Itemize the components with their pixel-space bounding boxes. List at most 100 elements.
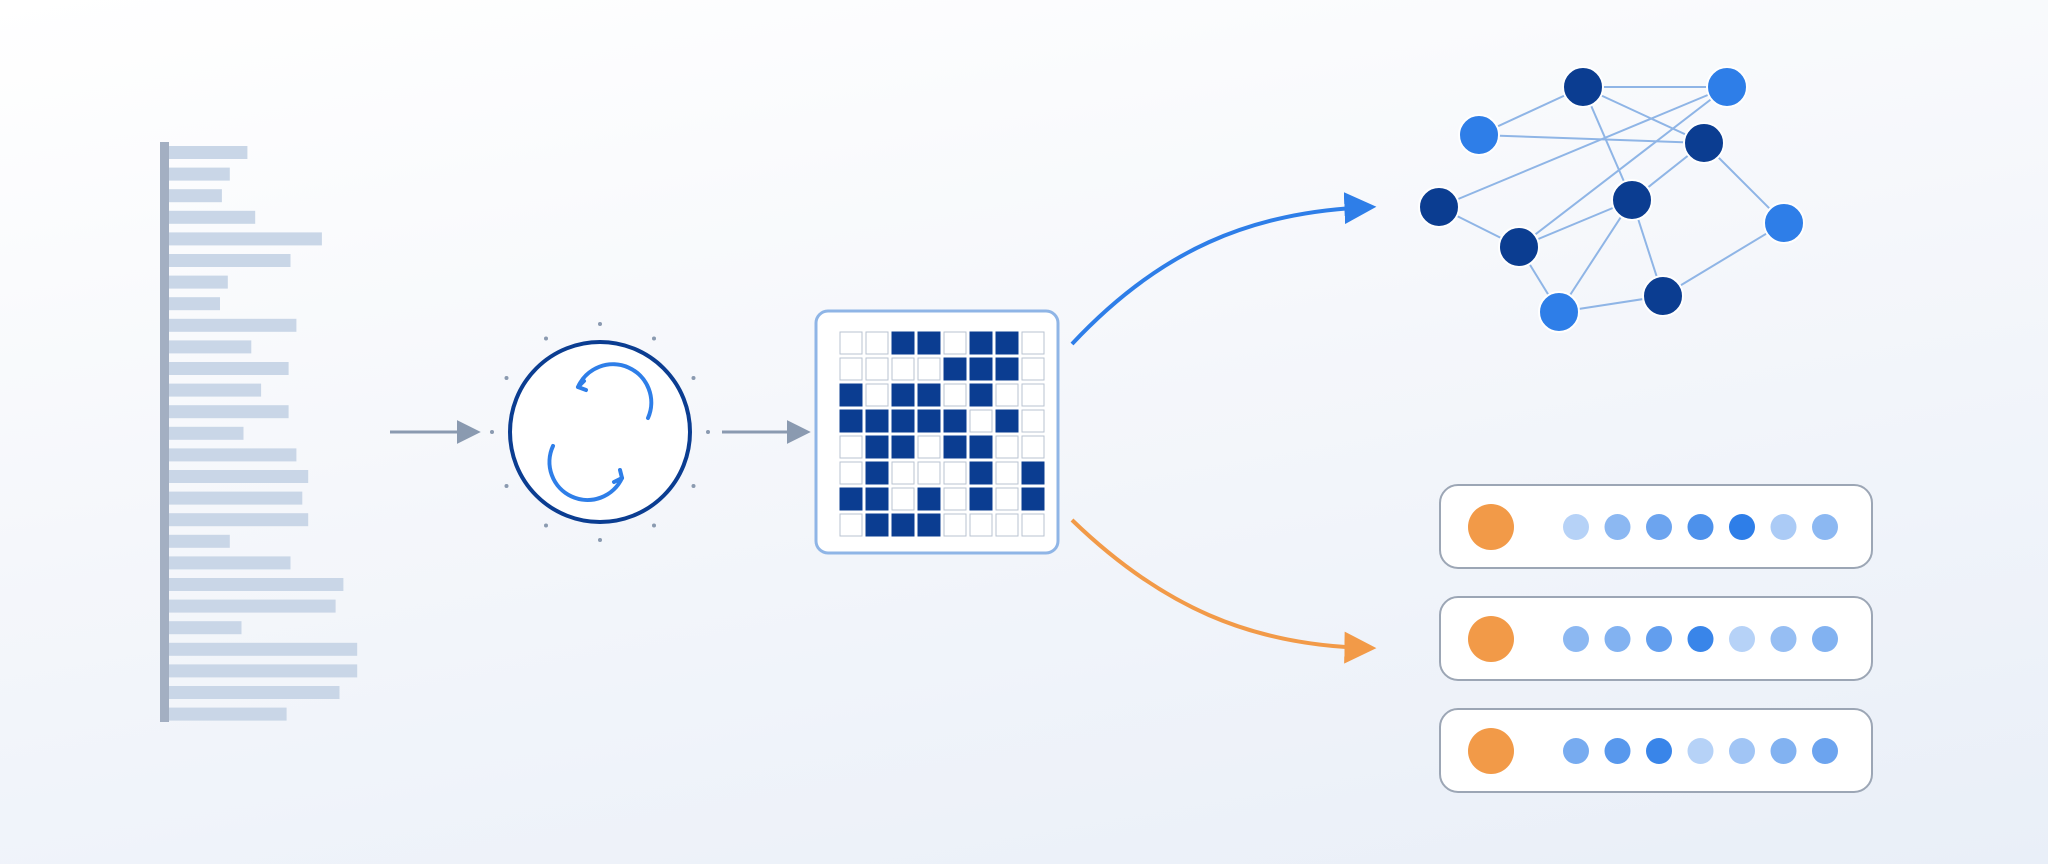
output-card-avatar xyxy=(1468,616,1514,662)
graph-edge xyxy=(1582,86,1705,144)
output-card-dot xyxy=(1646,626,1672,652)
graph-edge xyxy=(1662,222,1785,297)
matrix-cell-empty xyxy=(995,513,1019,537)
process-tick xyxy=(691,376,696,380)
matrix-cell-filled xyxy=(917,383,941,407)
graph-edge xyxy=(1518,86,1728,248)
token-bar xyxy=(169,232,322,246)
matrix-cell-empty xyxy=(943,331,967,355)
graph-node xyxy=(1706,66,1748,108)
process-tick xyxy=(490,430,494,434)
matrix-cell-filled xyxy=(891,513,915,537)
knowledge-graph xyxy=(1418,66,1805,333)
output-cards xyxy=(1439,484,1873,793)
token-bar xyxy=(169,383,262,397)
token-bar xyxy=(169,621,242,635)
graph-node xyxy=(1562,66,1604,108)
matrix-cell-filled xyxy=(865,487,889,511)
output-card-dot xyxy=(1687,626,1714,652)
matrix-cell-empty xyxy=(1021,331,1045,355)
matrix-cell-filled xyxy=(865,409,889,433)
matrix-cell-filled xyxy=(969,383,993,407)
process-tick xyxy=(706,430,710,434)
token-bar xyxy=(169,707,287,721)
token-bar xyxy=(169,556,291,570)
output-card-dot xyxy=(1812,514,1838,540)
output-card-dot xyxy=(1646,514,1672,540)
token-bar xyxy=(169,189,222,203)
token-bar xyxy=(169,426,244,440)
matrix-cell-empty xyxy=(891,487,915,511)
token-bar xyxy=(169,534,230,548)
matrix-cell-filled xyxy=(995,409,1019,433)
process-tick xyxy=(652,336,656,341)
matrix-cell-empty xyxy=(865,383,889,407)
token-bar xyxy=(169,470,309,483)
token-bar xyxy=(169,686,340,699)
matrix-cell-empty xyxy=(1021,435,1045,459)
matrix-cell-empty xyxy=(943,487,967,511)
matrix-cell-filled xyxy=(969,487,993,511)
token-bar xyxy=(169,297,220,311)
matrix-cell-filled xyxy=(891,435,915,459)
process-tick xyxy=(504,376,509,380)
token-bar xyxy=(169,254,291,267)
token-bars-list xyxy=(160,142,358,722)
graph-node xyxy=(1418,186,1460,228)
matrix-cell-empty xyxy=(995,435,1019,459)
output-card-dot xyxy=(1729,738,1755,764)
matrix-cell-empty xyxy=(943,513,967,537)
matrix-cell-empty xyxy=(891,357,915,381)
matrix-cell-empty xyxy=(839,357,863,381)
graph-edge xyxy=(1558,199,1633,313)
matrix-cell-empty xyxy=(969,409,993,433)
matrix-cell-filled xyxy=(943,409,967,433)
token-bars-spine xyxy=(160,142,169,722)
token-bar xyxy=(169,513,309,527)
matrix-cell-empty xyxy=(917,357,941,381)
matrix-cell-filled xyxy=(943,357,967,381)
output-card-dot xyxy=(1604,738,1631,764)
matrix-cell-empty xyxy=(839,331,863,355)
matrix-cell-filled xyxy=(917,513,941,537)
token-bar xyxy=(169,491,303,505)
matrix-cell-empty xyxy=(969,513,993,537)
matrix-cell-filled xyxy=(891,409,915,433)
matrix-cell-empty xyxy=(865,357,889,381)
matrix-cell-filled xyxy=(969,331,993,355)
output-card-avatar xyxy=(1468,728,1514,774)
matrix-cell-filled xyxy=(839,487,863,511)
matrix-cell-empty xyxy=(839,435,863,459)
token-bar xyxy=(169,167,230,181)
process-tick xyxy=(691,484,696,488)
token-bar xyxy=(169,599,336,613)
token-bar xyxy=(169,405,289,419)
matrix-cell-filled xyxy=(865,435,889,459)
matrix-cell-filled xyxy=(995,331,1019,355)
output-card xyxy=(1439,708,1873,793)
graph-node xyxy=(1611,179,1653,221)
output-card-dot xyxy=(1729,514,1755,540)
token-bar xyxy=(169,578,344,591)
matrix-cell-empty xyxy=(995,487,1019,511)
process-circle xyxy=(508,340,692,524)
token-bar xyxy=(169,448,297,462)
output-card-avatar xyxy=(1468,504,1514,550)
output-card-dot xyxy=(1563,738,1589,764)
process-tick xyxy=(652,523,656,528)
process-tick xyxy=(504,484,509,488)
output-card-dot xyxy=(1729,626,1755,652)
matrix-cell-filled xyxy=(917,331,941,355)
matrix-cell-filled xyxy=(917,409,941,433)
matrix-cell-filled xyxy=(865,513,889,537)
output-card-dot xyxy=(1687,738,1714,764)
matrix-cell-filled xyxy=(943,435,967,459)
output-card-dot xyxy=(1770,626,1797,652)
branch-arrow-cards xyxy=(1070,518,1377,664)
matrix-cell-filled xyxy=(969,461,993,485)
matrix-cell-filled xyxy=(1021,487,1045,511)
matrix-cell-filled xyxy=(917,487,941,511)
matrix-cell-filled xyxy=(839,409,863,433)
graph-node xyxy=(1683,122,1725,164)
refresh-cycle-icon xyxy=(547,362,654,502)
